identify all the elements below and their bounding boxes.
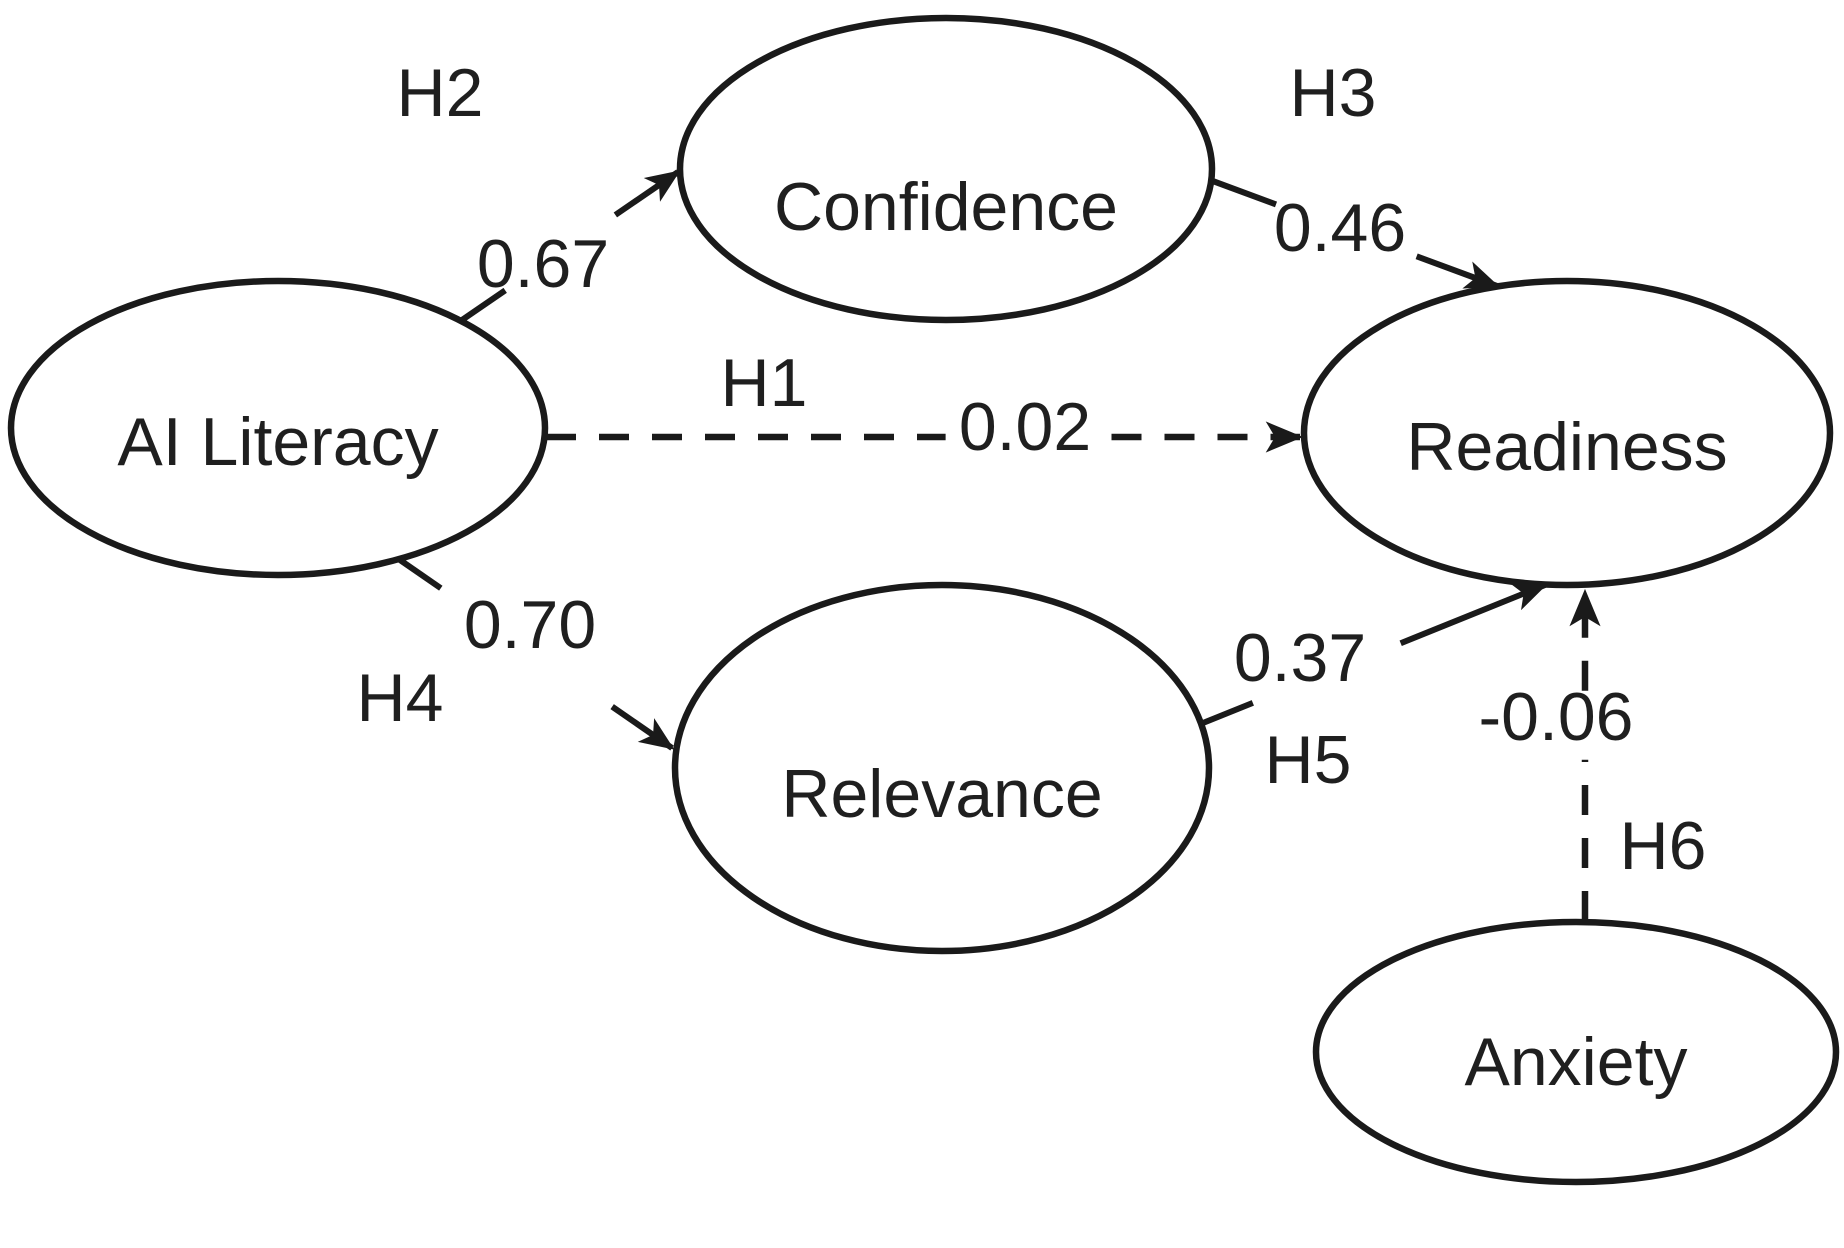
edge-h3-stub-line [1208,177,1278,208]
edge-h4-coefficient: 0.70 [464,587,596,663]
edge-h1-hypothesis-label: H1 [721,345,808,421]
edge-h5-hypothesis-label: H5 [1265,722,1352,798]
edge-h4-hypothesis-label: H4 [357,660,444,736]
edge-h3-coefficient: 0.46 [1274,190,1406,266]
edge-h3-hypothesis-label: H3 [1290,55,1377,131]
node-ellipse-relevance [671,581,1213,955]
node-label-anxiety: Anxiety [1465,1024,1688,1100]
edge-h4-arrow-line [610,704,675,751]
node-ellipse-confidence [676,14,1216,324]
edge-h6-coefficient: -0.06 [1479,679,1634,755]
node-label-ai-literacy: AI Literacy [117,404,438,480]
edge-h5-arrow-line [1399,582,1548,647]
node-label-confidence: Confidence [774,169,1118,245]
edge-h2-hypothesis-label: H2 [397,55,484,131]
node-label-readiness: Readiness [1406,409,1727,485]
edge-h2-arrow-line [613,169,681,218]
node-label-relevance: Relevance [781,756,1102,832]
edge-h5-coefficient: 0.37 [1234,620,1366,696]
edge-h4-stub-line [398,557,443,591]
edge-h6-hypothesis-label: H6 [1620,808,1707,884]
node-ellipse-readiness [1300,277,1834,589]
edge-h1-coefficient: 0.02 [959,389,1091,465]
node-ellipse-ai-literacy [7,277,549,579]
node-ellipse-anxiety [1312,918,1840,1186]
edge-h2-coefficient: 0.67 [477,226,609,302]
edge-h3-arrow-line [1415,253,1500,289]
edges-layer [398,169,1601,921]
edge-h2-stub-line [460,287,507,323]
